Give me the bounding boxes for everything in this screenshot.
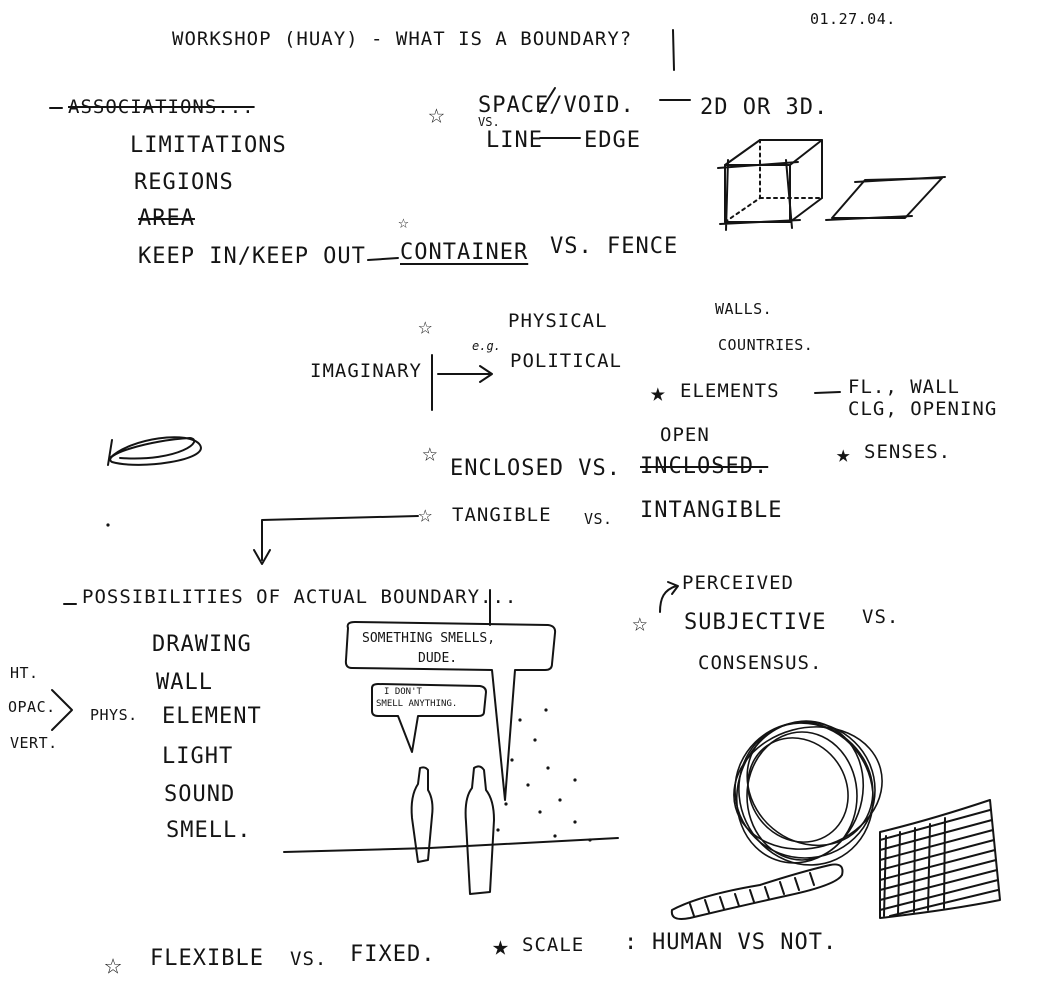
side-label-height: HT. [10, 664, 39, 682]
cube-sketch [717, 139, 823, 231]
star-outline-icon: ☆ [418, 312, 433, 340]
side-label-opacity: OPAC. [8, 698, 56, 716]
shaded-block [879, 799, 1001, 919]
subjective-vs-label: VS. [862, 606, 900, 628]
speech-small-line1: I DON'T [384, 687, 422, 697]
smell-dots [106, 523, 592, 842]
star-outline-icon: ☆ [418, 500, 433, 528]
possibility-item: ELEMENT [162, 704, 262, 729]
star-outline-icon: ☆ [398, 212, 409, 233]
elements-label: ELEMENTS [680, 380, 780, 402]
dash-mark [814, 391, 841, 394]
date-label: 01.27.04. [810, 10, 896, 28]
ground-line [283, 837, 619, 853]
possibilities-heading: POSSIBILITIES OF ACTUAL BOUNDARY... [82, 586, 518, 608]
scale-label: SCALE [522, 934, 585, 956]
star-outline-icon: ☆ [428, 97, 445, 130]
dimensions-label: 2D OR 3D. [700, 95, 829, 120]
countries-label: COUNTRIES. [718, 336, 814, 354]
speech-large-line2: DUDE. [418, 651, 458, 666]
possibility-item: DRAWING [152, 632, 252, 657]
elements-floor-wall: FL., WALL [848, 376, 960, 398]
bracket-mark [51, 689, 73, 731]
star-outline-icon: ☆ [632, 608, 648, 638]
star-filled-icon: ★ [492, 929, 509, 962]
subjective-label: SUBJECTIVE [684, 610, 827, 635]
human-vs-not-label: HUMAN VS NOT. [652, 930, 838, 955]
imaginary-label: IMAGINARY [310, 360, 422, 382]
figure-left [410, 766, 434, 863]
physical-label: PHYSICAL [508, 310, 608, 332]
scribbled-sphere [733, 720, 883, 866]
slash-mark [539, 87, 556, 113]
speech-bubble-large [344, 621, 557, 801]
enclosed-label: ENCLOSED VS. [450, 456, 621, 481]
star-filled-icon: ★ [650, 378, 666, 408]
flexible-label: FLEXIBLE [150, 946, 264, 971]
associations-heading: ASSOCIATIONS... [68, 96, 255, 118]
possibility-item: WALL [156, 670, 213, 695]
title-tick-mark [672, 29, 675, 71]
page-title: WORKSHOP (HUAY) - WHAT IS A BOUNDARY? [172, 28, 633, 50]
possibility-item: SMELL. [166, 818, 252, 843]
perceived-label: PERCEIVED [682, 572, 794, 594]
container-label: CONTAINER [400, 240, 529, 265]
eg-label: e.g. [472, 339, 501, 353]
speech-large-line1: SOMETHING SMELLS, [362, 631, 496, 646]
vs-small-label: VS. [478, 115, 500, 129]
tangible-vs-label: VS. [584, 510, 613, 528]
plane-sketch [825, 176, 946, 221]
possibility-item: LIGHT [162, 744, 234, 769]
elements-ceiling-opening: CLG, OPENING [848, 398, 998, 420]
line-label: LINE [486, 128, 543, 153]
arrow-icon [437, 365, 493, 383]
edge-label: EDGE [584, 128, 641, 153]
arrow-icon [659, 581, 679, 613]
star-outline-icon: ☆ [104, 947, 123, 982]
intangible-label: INTANGIBLE [640, 498, 783, 523]
consensus-label: CONSENSUS. [698, 652, 823, 674]
association-item: REGIONS [134, 170, 234, 195]
association-item: LIMITATIONS [130, 133, 287, 158]
fixed-label: FIXED. [350, 942, 436, 967]
possibility-item: SOUND [164, 782, 236, 807]
vs-fence-label: VS. FENCE [550, 234, 679, 259]
star-filled-icon: ★ [836, 440, 851, 468]
figure-right [464, 765, 495, 895]
space-void-label: SPACE/VOID. [478, 93, 635, 118]
speech-small-line2: SMELL ANYTHING. [376, 699, 458, 709]
scribble-mark [107, 436, 202, 466]
walls-label: WALLS. [715, 300, 773, 318]
arrow-icon [253, 515, 419, 565]
curved-slab [670, 863, 844, 920]
senses-label: SENSES. [864, 441, 952, 463]
dash-mark [367, 257, 399, 261]
tangible-label: TANGIBLE [452, 504, 552, 526]
scale-colon: : [624, 930, 639, 955]
side-label-vertical: VERT. [10, 734, 58, 752]
association-item: AREA [138, 206, 195, 231]
speech-bubble-small [371, 683, 487, 753]
open-label: OPEN [660, 424, 710, 446]
inclosed-label: INCLOSED. [640, 454, 769, 479]
flexible-vs-label: VS. [290, 948, 328, 970]
phys-label: PHYS. [90, 706, 138, 724]
political-label: POLITICAL [510, 350, 622, 372]
star-outline-icon: ☆ [422, 438, 438, 468]
association-item: KEEP IN/KEEP OUT [138, 244, 366, 269]
